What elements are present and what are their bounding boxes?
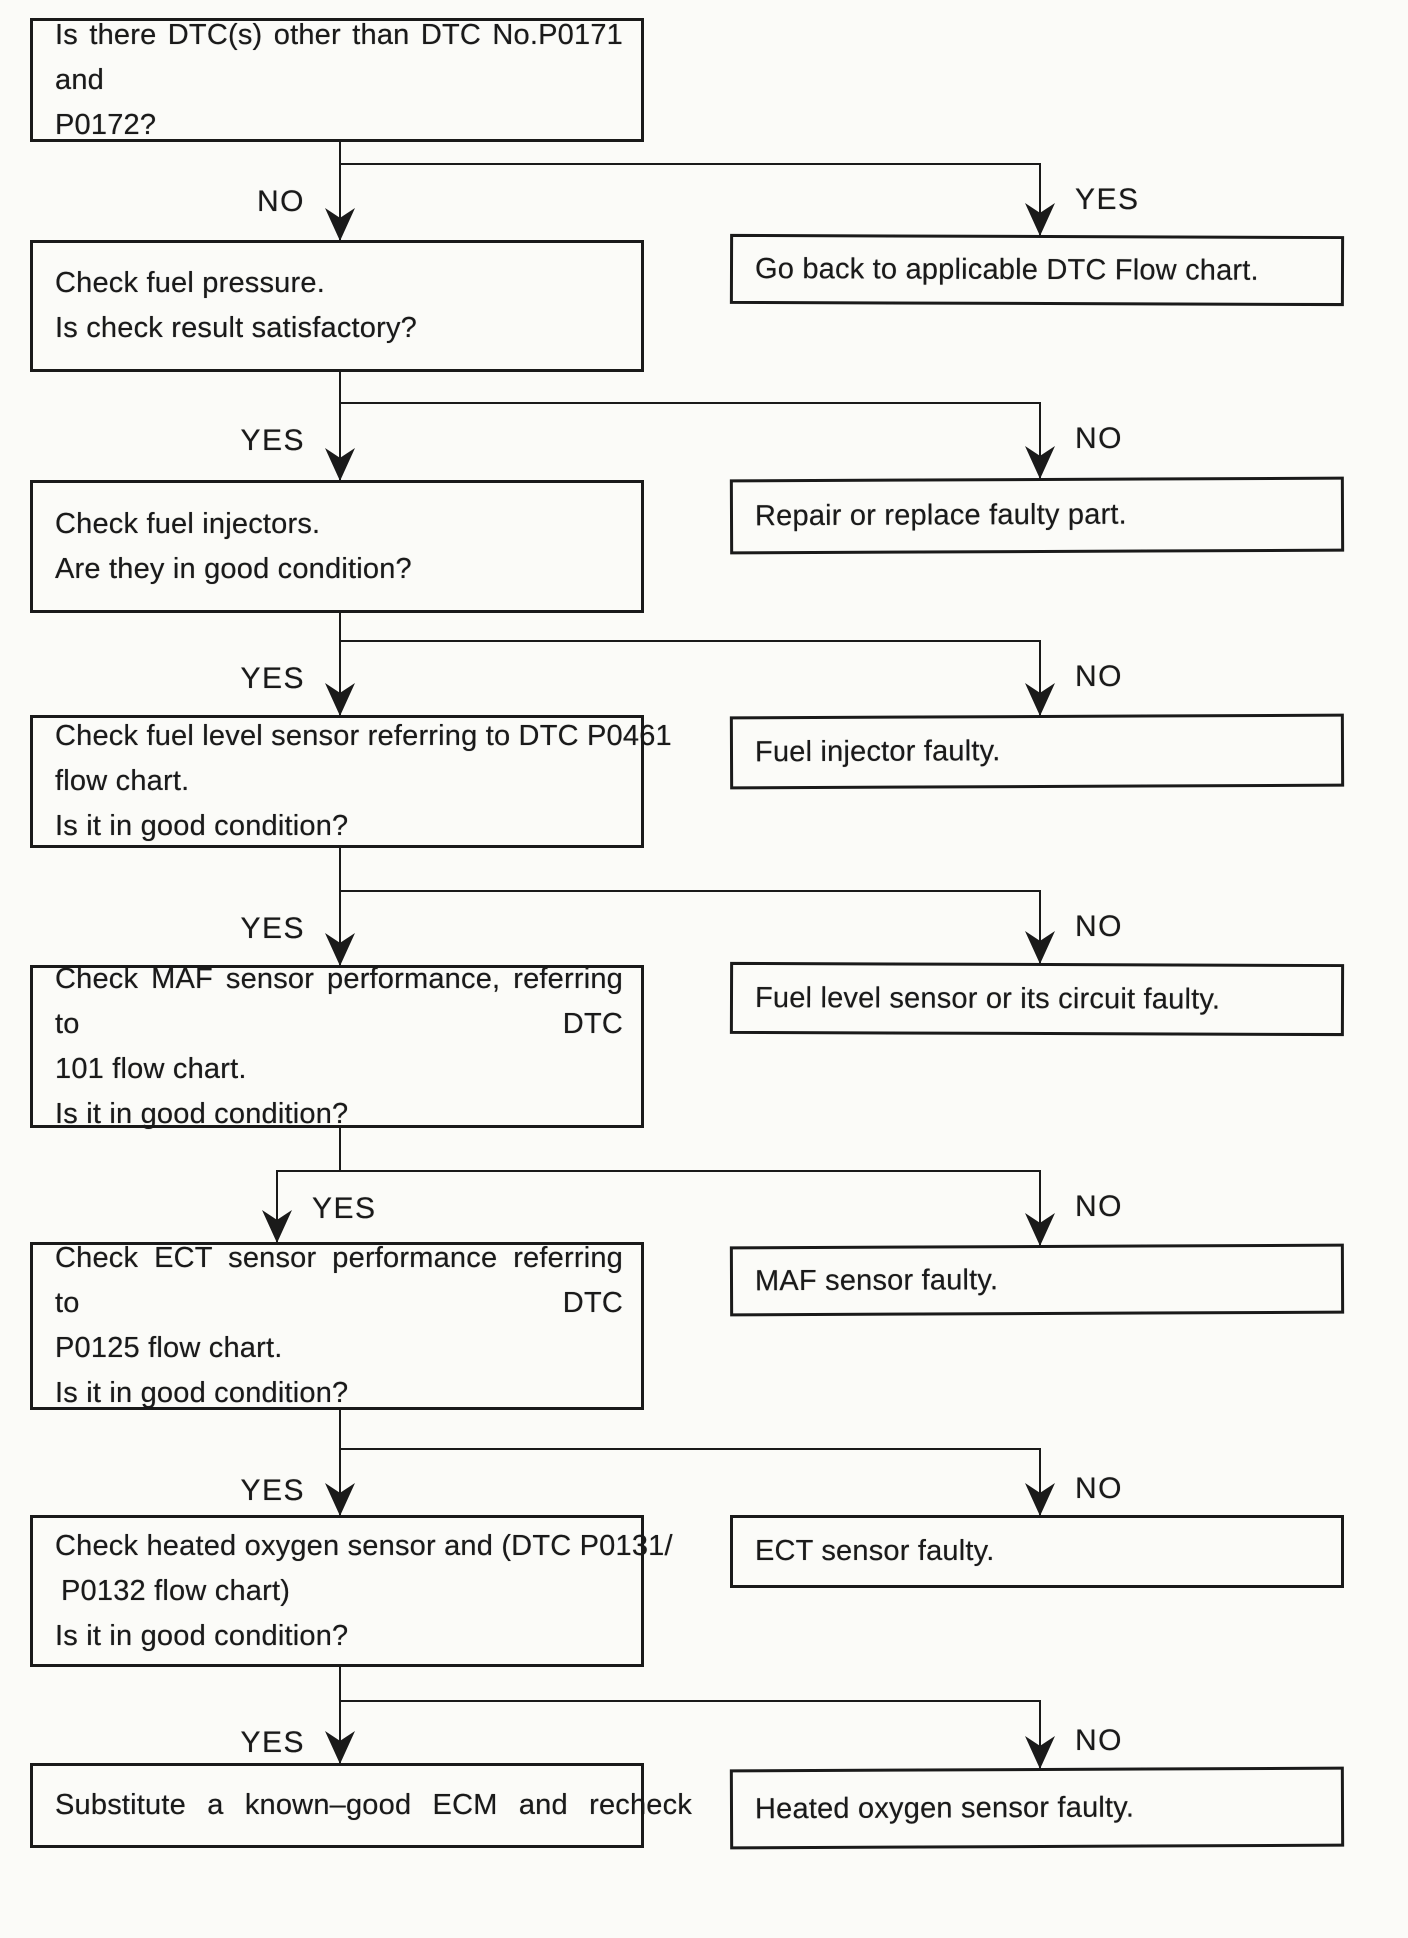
box-text-line: 101 flow chart. [55,1052,247,1085]
decision-box-dtc-other-check: Is there DTC(s) other than DTC No.P0171 … [30,18,644,142]
box-text-line: Check fuel injectors. [55,507,321,540]
connector-line [1039,1170,1041,1245]
box-text-line: Check heated oxygen sensor and (DTC P013… [55,1529,673,1562]
result-box-repair-replace: Repair or replace faulty part. [729,476,1345,555]
box-text-line: Is it in good condition? [55,1377,349,1409]
result-box-fuel-injector-faulty: Fuel injector faulty. [729,713,1345,790]
box-text-line: Is it in good condition? [55,1619,349,1652]
box-text-line: P0125 flow chart. [55,1332,283,1364]
result-box-fuel-level-sensor-faulty: Fuel level sensor or its circuit faulty. [729,961,1345,1037]
box-text-line: Fuel level sensor or its circuit faulty. [754,981,1221,1016]
connector-line [339,890,1041,892]
result-box-go-back: Go back to applicable DTC Flow chart. [729,233,1345,307]
branch-label-no: NO [1075,910,1123,943]
connector-line [339,142,341,165]
branch-label-no: NO [257,185,305,218]
result-box-ho2s-faulty: Heated oxygen sensor faulty. [729,1766,1345,1850]
connector-line [339,163,341,240]
box-text-line: Is it in good condition? [55,1097,349,1130]
decision-box-fuel-pressure: Check fuel pressure. Is check result sat… [30,240,644,372]
decision-box-ect-sensor: Check ECT sensor performance referring t… [30,1242,644,1410]
connector-line [339,372,341,404]
branch-label-yes: YES [312,1192,377,1225]
box-text-line: Is check result satisfactory? [55,312,417,344]
branch-label-yes: YES [240,912,305,945]
box-text-line: P0172? [55,108,157,141]
connector-line [339,640,1041,642]
connector-line [339,890,341,965]
connector-line [339,163,1041,165]
connector-line [339,1700,341,1763]
result-box-ect-faulty: ECT sensor faulty. [730,1515,1344,1588]
branch-label-no: NO [1075,1190,1123,1223]
box-text-line: P0132 flow chart) [61,1574,291,1607]
box-text-line: Go back to applicable DTC Flow chart. [754,252,1259,287]
box-text-line: flow chart. [55,765,190,797]
box-text-line: Check fuel level sensor referring to DTC… [55,720,672,752]
connector-line [1039,163,1041,235]
branch-label-no: NO [1075,1724,1123,1757]
connector-line [276,1170,1041,1172]
connector-line [1039,402,1041,478]
branch-label-yes: YES [240,662,305,695]
connector-line [339,1667,341,1702]
connector-line [339,1448,1041,1450]
box-text-line: Repair or replace faulty part. [754,498,1127,533]
connector-line [339,613,341,642]
decision-box-fuel-level-sensor: Check fuel level sensor referring to DTC… [30,715,672,848]
box-text-line: MAF sensor faulty. [754,1263,999,1297]
box-text-line: Substitute a known–good ECM and recheck [55,1789,693,1821]
branch-label-no: NO [1075,660,1123,693]
decision-box-maf-sensor: Check MAF sensor performance, referring … [30,963,644,1130]
connector-line [1039,1448,1041,1515]
connector-line [339,1128,341,1172]
result-box-maf-faulty: MAF sensor faulty. [729,1243,1345,1317]
branch-label-yes: YES [240,424,305,457]
connector-line [339,640,341,715]
branch-label-yes: YES [240,1474,305,1507]
connector-line [1039,640,1041,715]
box-text-line: Heated oxygen sensor faulty. [754,1791,1135,1825]
decision-box-substitute-ecm: Substitute a known–good ECM and recheck [30,1763,693,1848]
box-text-line: Check fuel pressure. [55,267,325,299]
connector-line [339,1410,341,1450]
branch-label-no: NO [1075,1472,1123,1505]
branch-label-yes: YES [240,1726,305,1759]
box-text-line: ECT sensor faulty. [755,1535,995,1567]
connector-line [339,1448,341,1515]
branch-label-no: NO [1075,422,1123,455]
connector-line [339,402,1041,404]
decision-box-fuel-injectors: Check fuel injectors. Are they in good c… [30,480,644,613]
box-text-line: Check ECT sensor performance referring t… [55,1242,623,1319]
box-text-line: Is it in good condition? [55,810,349,842]
connector-line [276,1170,278,1242]
connector-line [1039,890,1041,963]
connector-line [1039,1700,1041,1768]
connector-line [339,848,341,892]
connector-line [339,402,341,480]
box-text-line: Fuel injector faulty. [754,735,1001,769]
branch-label-yes: YES [1075,183,1140,216]
box-text-line: Are they in good condition? [55,552,412,585]
box-text-line: Is there DTC(s) other than DTC No.P0171 … [55,18,623,96]
connector-line [339,1700,1041,1702]
decision-box-heated-o2-sensor: Check heated oxygen sensor and (DTC P013… [30,1515,673,1667]
box-text-line: Check MAF sensor performance, referring … [55,962,623,1040]
